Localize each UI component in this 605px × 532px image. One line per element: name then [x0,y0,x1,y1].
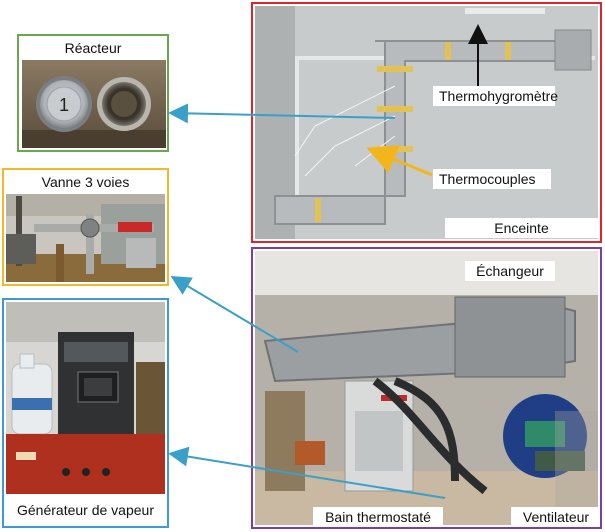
reactor-lid-icon [36,76,92,132]
generateur-photo [6,302,165,494]
echangeur-title: Échangeur [465,261,555,281]
generateur-title: Générateur de vapeur [17,502,154,518]
vanne-panel: Vanne 3 voies [2,168,169,286]
bain-callout: Bain thermostaté [313,507,443,527]
generateur-panel: Générateur de vapeur [2,298,169,528]
reactor-lid-number: 1 [59,95,69,115]
enceinte-title: Enceinte [445,218,598,238]
enceinte-panel: Thermohygromètre Thermocouples Enceinte [251,2,602,243]
echangeur-photo [255,251,598,525]
vanne-title: Vanne 3 voies [41,174,130,190]
thermohygrometre-callout: Thermohygromètre [433,86,558,106]
reacteur-panel: Réacteur 1 [17,34,169,152]
vanne-photo [6,194,165,282]
ventilateur-callout: Ventilateur [511,507,600,527]
reacteur-photo: 1 [22,60,166,148]
echangeur-panel: Échangeur Bain thermostaté Ventilateur [251,247,602,529]
reacteur-title: Réacteur [64,40,122,56]
enceinte-photo [255,6,598,239]
thermocouples-callout: Thermocouples [433,169,551,189]
